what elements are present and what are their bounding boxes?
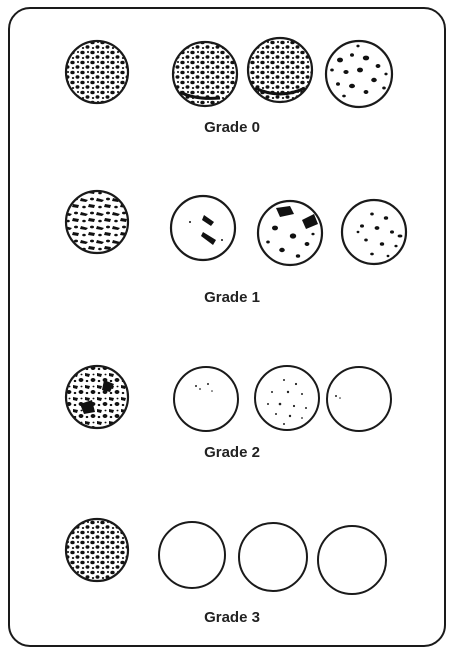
test-circle xyxy=(239,523,307,591)
test-circle xyxy=(326,41,392,107)
grade-2-row: Grade 2 xyxy=(66,366,391,461)
grade-3-row: Grade 3 xyxy=(66,519,386,626)
test-circle xyxy=(342,200,406,264)
grade-label: Grade 2 xyxy=(204,444,260,461)
test-circle xyxy=(174,367,238,431)
test-circle xyxy=(318,526,386,594)
control-circle xyxy=(66,366,128,428)
grade-label: Grade 1 xyxy=(204,289,260,306)
test-circle xyxy=(255,366,319,430)
control-circle xyxy=(66,519,128,581)
test-circle xyxy=(171,196,235,260)
control-circle xyxy=(66,191,128,253)
test-circle xyxy=(248,38,312,102)
grade-0-row: Grade 0 xyxy=(66,38,392,136)
test-circle xyxy=(159,522,225,588)
grade-label: Grade 3 xyxy=(204,609,260,626)
test-circle xyxy=(327,367,391,431)
test-circle xyxy=(173,42,237,106)
control-circle xyxy=(66,41,128,103)
grade-1-row: Grade 1 xyxy=(66,191,406,306)
grade-label: Grade 0 xyxy=(204,119,260,136)
test-circle xyxy=(258,201,322,265)
